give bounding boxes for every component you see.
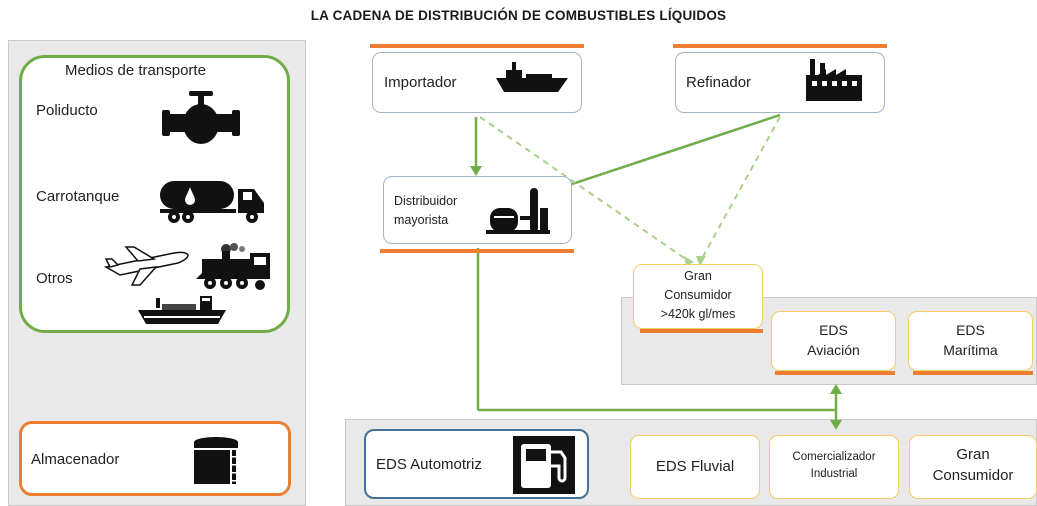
pipeline-valve-icon [162,88,240,150]
refinery-tanks-icon [484,186,552,236]
diagram-title: LA CADENA DE DISTRIBUCIÓN DE COMBUSTIBLE… [310,8,727,23]
eds-fluvial-label: EDS Fluvial [655,458,735,475]
industrial-line1: Comercializador [792,451,876,463]
eds-auto-label: EDS Automotriz [376,456,482,473]
transport-item-poliducto: Poliducto [36,102,98,119]
ship-icon [496,60,568,100]
industrial-box [769,435,899,499]
storage-label: Almacenador [31,451,120,468]
eds-maritime-box [908,311,1033,371]
eds-maritime-line2: Marítima [943,342,998,358]
eds-fluvial-box [630,435,760,499]
transport-item-otros: Otros [36,270,73,287]
final-consumer-line2: Consumidor [932,467,1014,484]
transport-item-carrotanque: Carrotanque [36,188,120,205]
refiner-top-bar [673,44,887,48]
importer-label: Importador [384,74,457,91]
train-icon [196,243,274,293]
fuel-pump-icon [513,436,575,494]
airplane-icon [104,245,190,289]
wholesale-bottom-bar [380,249,574,253]
eds-maritime-bottom-bar [913,371,1033,375]
large-consumer-line3: >420k gl/mes [660,307,736,321]
eds-aviation-box [771,311,896,371]
large-consumer-bottom-bar [640,329,763,333]
wholesale-label-line1: Distribuidor [394,194,458,208]
cargo-ship-icon [136,294,228,330]
importer-top-bar [370,44,584,48]
eds-aviation-line2: Aviación [807,342,860,358]
large-consumer-line1: Gran [684,269,712,283]
large-consumer-line2: Consumidor [664,288,732,302]
large-consumer-box [633,264,763,329]
tanker-truck-icon [158,177,270,225]
eds-aviation-bottom-bar [775,371,895,375]
eds-aviation-line1: EDS [819,322,848,338]
industrial-line2: Industrial [810,468,858,480]
factory-icon [804,57,864,103]
dashed-refiner-large-consumer [699,116,781,263]
eds-maritime-line1: EDS [956,322,985,338]
refiner-label: Refinador [686,74,752,91]
arrow-to-aviation [830,384,842,394]
storage-box [19,421,291,496]
arrow-importer-wholesale [470,166,482,176]
wholesale-label-line2: mayorista [394,213,449,227]
transport-title: Medios de transporte [65,62,206,79]
storage-tank-icon [190,436,246,486]
connector-refiner-wholesale [544,113,781,195]
final-consumer-line1: Gran [956,446,990,463]
